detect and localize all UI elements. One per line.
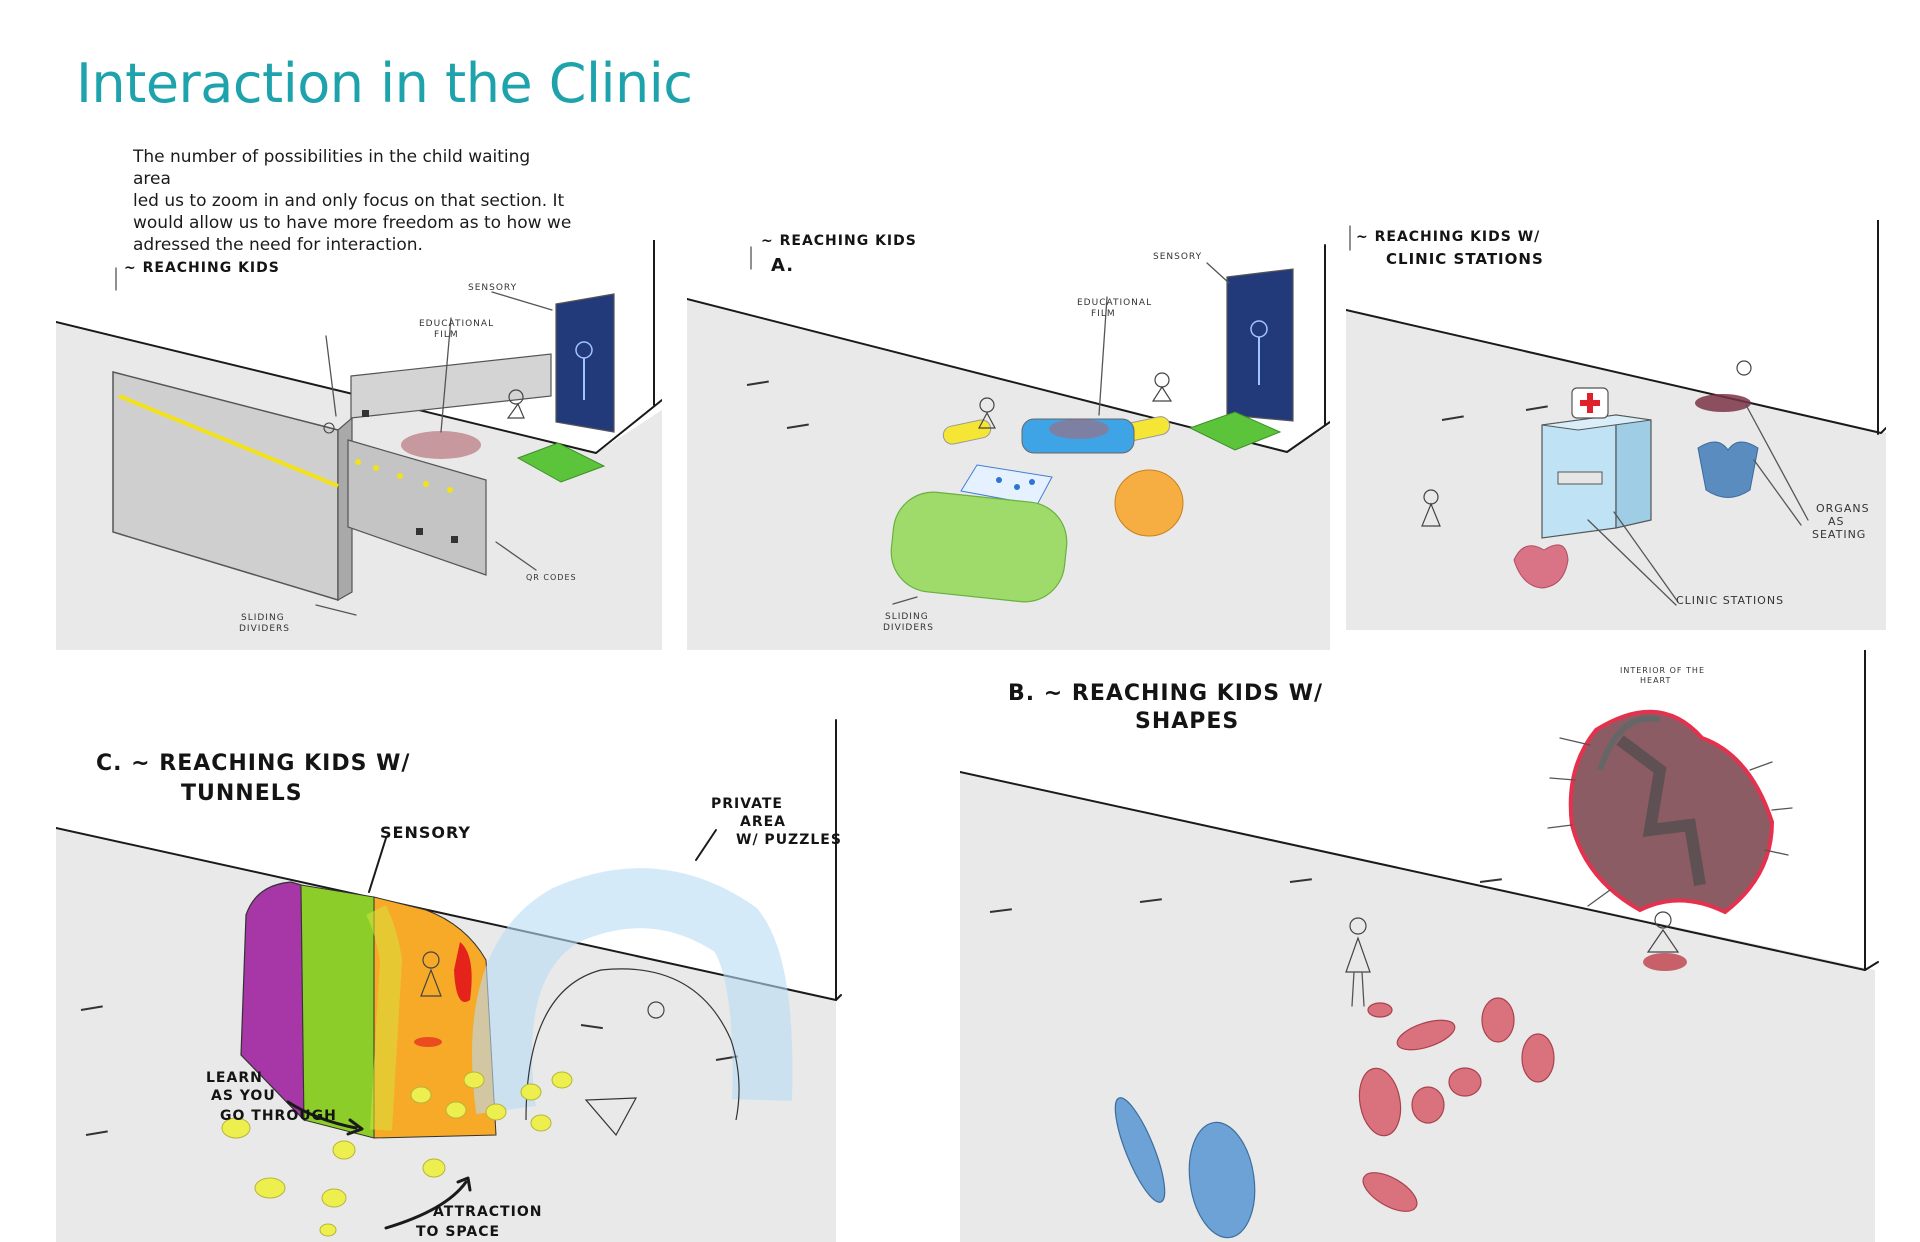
green-play-mat: [516, 442, 606, 483]
sketch-illustration: B. ~ REACHING KIDS W/ SHAPES: [960, 650, 1879, 1242]
panel-heading-line-1: B. ~ REACHING KIDS W/: [1008, 681, 1323, 706]
label-heart-1: INTERIOR OF THE: [1620, 666, 1705, 675]
label-film-2: FILM: [1091, 309, 1116, 319]
organ-shapes-blue: [1114, 1097, 1256, 1239]
label-film-1: EDUCATIONAL: [1077, 298, 1152, 308]
intro-line: led us to zoom in and only focus on that…: [133, 191, 565, 211]
intro-paragraph: The number of possibilities in the child…: [133, 146, 573, 256]
tunnel-green-section: [300, 884, 375, 1139]
label-organs-1: ORGANS: [1816, 502, 1870, 515]
qr-code-icons: [362, 410, 458, 543]
label-sensory: SENSORY: [468, 283, 517, 293]
label-organs-3: SEATING: [1812, 528, 1866, 541]
attraction-dots: [221, 1071, 573, 1237]
label-heart-2: HEART: [1640, 676, 1671, 685]
yellow-dots: [355, 459, 453, 493]
label-private-3: W/ PUZZLES: [736, 832, 842, 848]
label-attraction-2: TO SPACE: [416, 1224, 500, 1240]
label-film-2: FILM: [434, 330, 459, 340]
sketch-illustration: ~ REACHING KIDS SENSORY EDUCATI: [56, 240, 662, 650]
label-learn-1: LEARN: [206, 1070, 263, 1086]
panel-subheading: A.: [771, 255, 794, 276]
floor: [960, 772, 1875, 1242]
educational-film-projection: [1049, 419, 1109, 439]
sketch-panel-tunnels: C. ~ REACHING KIDS W/ TUNNELS: [56, 710, 856, 1242]
green-play-mat: [1188, 411, 1282, 451]
label-qr-codes: QR CODES: [526, 573, 577, 582]
private-area-tunnel: [472, 868, 793, 1114]
label-dividers-2: DIVIDERS: [239, 624, 290, 634]
label-dividers-1: SLIDING: [885, 612, 929, 622]
panel-heading-line-2: SHAPES: [1135, 709, 1239, 734]
label-dividers-2: DIVIDERS: [883, 623, 934, 633]
sketch-panel-reaching-kids-a: ~ REACHING KIDS A. SENSORY EDUCATIONAL F…: [687, 225, 1330, 650]
label-attraction-1: ATTRACTION: [433, 1204, 542, 1220]
sketch-illustration: ~ REACHING KIDS W/ CLINIC STATIONS ORGAN…: [1346, 220, 1886, 630]
sketch-panel-reaching-kids: ~ REACHING KIDS SENSORY EDUCATI: [56, 240, 662, 650]
panel-heading-line-1: C. ~ REACHING KIDS W/: [96, 751, 410, 776]
educational-film-projection: [401, 431, 481, 459]
yellow-guide-line: [118, 394, 339, 488]
organ-seat: [1695, 394, 1751, 412]
label-sensory: SENSORY: [380, 823, 471, 842]
label-dividers-1: SLIDING: [241, 613, 285, 623]
panel-heading-line-2: TUNNELS: [181, 781, 303, 806]
panel-heading: ~ REACHING KIDS: [124, 260, 280, 276]
sketch-panel-clinic-stations: ~ REACHING KIDS W/ CLINIC STATIONS ORGAN…: [1346, 220, 1886, 630]
sketch-illustration: ~ REACHING KIDS A. SENSORY EDUCATIONAL F…: [687, 233, 1330, 650]
label-sensory: SENSORY: [1153, 252, 1202, 262]
intro-line: adressed the need for interaction.: [133, 235, 423, 255]
orange-cushion: [1114, 469, 1184, 537]
organ-seat: [1697, 441, 1759, 498]
tunnel-purple-section: [240, 881, 305, 1122]
panel-heading-line-2: CLINIC STATIONS: [1386, 250, 1544, 268]
organ-shapes: [1358, 997, 1555, 1212]
intro-line: would allow us to have more freedom as t…: [133, 213, 572, 233]
green-cushion: [890, 491, 1068, 603]
label-organs-2: AS: [1828, 515, 1845, 528]
sensory-light: [454, 942, 472, 1002]
page-title: Interaction in the Clinic: [76, 52, 693, 115]
label-learn-2: AS YOU: [211, 1088, 276, 1104]
label-film-1: EDUCATIONAL: [419, 319, 494, 329]
yellow-cushion: [942, 419, 992, 445]
panel-heading-line-1: ~ REACHING KIDS W/: [1356, 229, 1540, 245]
heart-interior-model: [1568, 709, 1775, 915]
label-private-1: PRIVATE: [711, 796, 783, 812]
label-private-2: AREA: [740, 814, 786, 830]
panel-heading: ~ REACHING KIDS: [761, 233, 917, 249]
label-learn-3: GO THROUGH: [220, 1108, 337, 1124]
sketch-panel-shapes: B. ~ REACHING KIDS W/ SHAPES: [960, 650, 1900, 1242]
organ-seat: [1513, 544, 1569, 589]
intro-line: The number of possibilities in the child…: [133, 147, 531, 189]
label-clinic-stations: CLINIC STATIONS: [1676, 594, 1784, 607]
sketch-illustration: C. ~ REACHING KIDS W/ TUNNELS: [56, 719, 842, 1242]
